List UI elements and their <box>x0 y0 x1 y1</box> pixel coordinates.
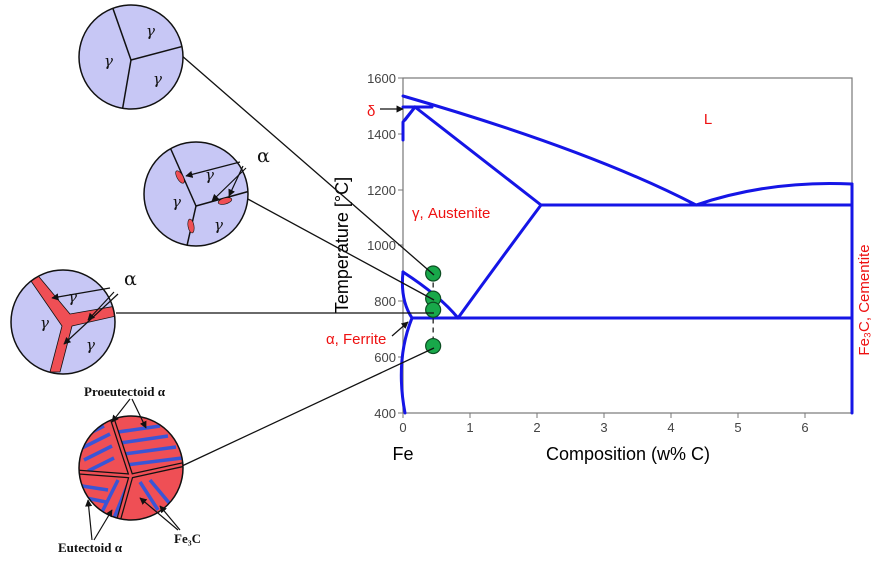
proeutectoid-label: Proeutectoid α <box>84 384 166 399</box>
eutectoid-label: Eutectoid α <box>58 540 123 555</box>
y-tick-label: 1200 <box>367 183 396 198</box>
acm-line <box>456 203 543 320</box>
gamma-label: γ <box>214 216 223 234</box>
ferrite-pointer <box>391 321 409 337</box>
leader-lines <box>116 54 435 467</box>
liquidus-cementite <box>694 181 854 207</box>
phase-boundaries <box>399 94 854 415</box>
ferrite-label: α, Ferrite <box>326 331 386 348</box>
leader-line-nucleation <box>245 197 435 301</box>
alpha-label: α <box>124 268 137 290</box>
x-axis-ticks <box>402 413 806 418</box>
x-origin-label: Fe <box>392 444 413 464</box>
delta-solvus <box>403 105 417 122</box>
x-tick-label: 6 <box>801 420 808 435</box>
fe3c-label: Fe₃C <box>174 531 201 546</box>
x-tick-label: 3 <box>600 420 607 435</box>
austenite-label: γ, Austenite <box>412 205 490 222</box>
y-tick-label: 1600 <box>367 71 396 86</box>
ferrite-solvus <box>399 270 414 415</box>
gamma-label: γ <box>205 166 214 184</box>
gamma-label: γ <box>68 288 77 306</box>
x-tick-label: 1 <box>466 420 473 435</box>
phase-diagram: 400 600 800 1000 1200 1400 1600 0 1 2 3 … <box>326 71 873 464</box>
delta-label: δ <box>367 103 375 120</box>
cementite-label: Fe₃C, Cementite <box>856 244 873 355</box>
gamma-label: γ <box>86 336 95 354</box>
microstructure-ferrite-nucleation: γ γ γ α <box>143 141 270 247</box>
x-tick-label: 2 <box>533 420 540 435</box>
liquidus-lower <box>413 105 543 207</box>
x-axis-tick-labels: 0 1 2 3 4 5 6 <box>399 420 808 435</box>
liquidus-upper <box>401 94 698 207</box>
composition-points <box>425 265 442 355</box>
leader-line-austenite <box>180 54 435 276</box>
gamma-label: γ <box>146 22 155 40</box>
x-tick-label: 5 <box>734 420 741 435</box>
gamma-label: γ <box>40 314 49 332</box>
composition-point <box>425 301 442 318</box>
y-tick-label: 1400 <box>367 127 396 142</box>
y-axis-tick-labels: 400 600 800 1000 1200 1400 1600 <box>367 71 396 421</box>
y-tick-label: 1000 <box>367 238 396 253</box>
x-tick-label: 0 <box>399 420 406 435</box>
gamma-label: γ <box>153 70 162 88</box>
y-tick-label: 800 <box>374 294 396 309</box>
microstructure-pearlite: Proeutectoid α Eutectoid α Fe₃C <box>58 384 201 555</box>
alpha-label: α <box>257 145 270 167</box>
y-tick-label: 400 <box>374 406 396 421</box>
x-tick-label: 4 <box>667 420 674 435</box>
y-axis-title: Temperature [°C] <box>332 177 352 313</box>
leader-line-pearlite <box>181 347 435 467</box>
plot-frame <box>402 77 853 414</box>
liquid-label: L <box>704 111 712 128</box>
gamma-label: γ <box>172 193 181 211</box>
gamma-label: γ <box>104 52 113 70</box>
microstructure-ferrite-growth: γ γ γ α <box>10 268 137 375</box>
y-tick-label: 600 <box>374 350 396 365</box>
x-axis-title: Composition (w% C) <box>546 444 710 464</box>
microstructure-austenite: γ γ γ <box>78 4 184 110</box>
